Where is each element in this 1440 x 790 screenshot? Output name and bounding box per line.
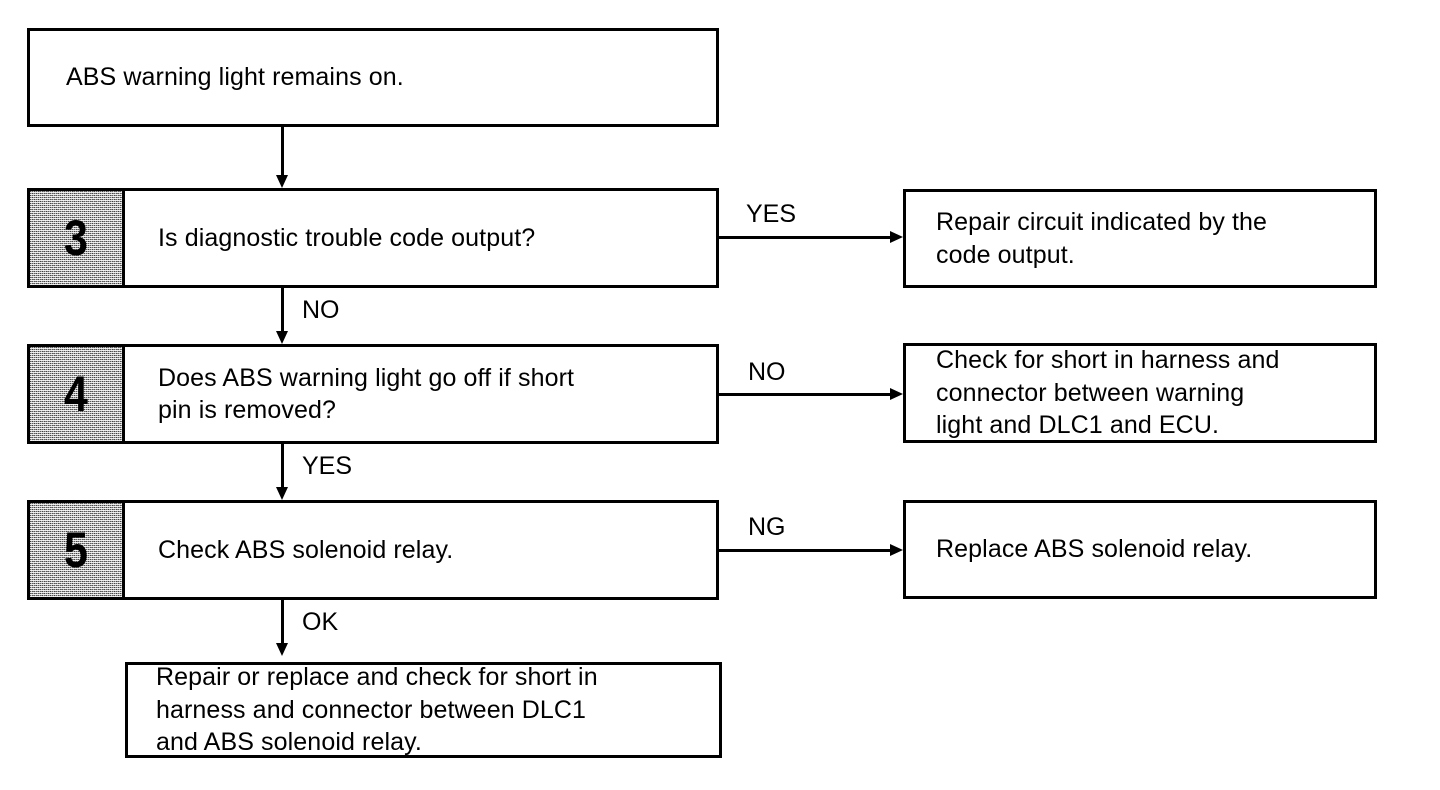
connector-step5-ng [719, 549, 891, 552]
node-start-text: ABS warning light remains on. [66, 63, 404, 92]
node-final: Repair or replace and check for short in… [125, 662, 722, 758]
arrow-step4-no-icon [890, 388, 903, 400]
connector-step3-yes [719, 236, 891, 239]
connector-step4-yes [281, 444, 284, 490]
edge-label-step4-no: NO [748, 358, 786, 386]
node-step5-text: Check ABS solenoid relay. [158, 535, 454, 564]
node-step3-result-text: Repair circuit indicated by the code out… [936, 208, 1268, 269]
connector-start-to-step3 [281, 127, 284, 177]
arrow-step5-ok-icon [276, 643, 288, 656]
arrow-step3-yes-icon [890, 231, 903, 243]
node-step5-result: Replace ABS solenoid relay. [903, 500, 1377, 599]
step-badge-5-number: 5 [64, 522, 88, 578]
arrow-step5-ng-icon [890, 544, 903, 556]
node-step4-result-text: Check for short in harness and connector… [936, 346, 1280, 440]
step-badge-3-number: 3 [64, 210, 88, 266]
edge-label-step5-ng: NG [748, 513, 786, 541]
edge-label-step3-no: NO [302, 296, 340, 324]
node-step4-text: Does ABS warning light go off if short p… [158, 363, 575, 425]
arrow-step4-yes-icon [276, 487, 288, 500]
step-badge-3: 3 [27, 188, 125, 288]
connector-step3-no [281, 288, 284, 334]
node-step3-result: Repair circuit indicated by the code out… [903, 189, 1377, 288]
node-step4: Does ABS warning light go off if short p… [27, 344, 719, 444]
edge-label-step3-yes: YES [746, 200, 797, 228]
node-start: ABS warning light remains on. [27, 28, 719, 127]
arrow-step3-no-icon [276, 331, 288, 344]
edge-label-step5-ok: OK [302, 608, 339, 636]
node-step5: Check ABS solenoid relay. [27, 500, 719, 600]
node-step3: Is diagnostic trouble code output? [27, 188, 719, 288]
edge-label-step4-yes: YES [302, 452, 353, 480]
connector-step4-no [719, 393, 891, 396]
step-badge-5: 5 [27, 500, 125, 600]
node-step4-result: Check for short in harness and connector… [903, 343, 1377, 443]
arrow-start-to-step3-icon [276, 175, 288, 188]
node-step3-text: Is diagnostic trouble code output? [158, 223, 536, 252]
step-badge-4-number: 4 [64, 366, 88, 422]
connector-step5-ok [281, 600, 284, 646]
node-final-text: Repair or replace and check for short in… [156, 663, 598, 757]
step-badge-4: 4 [27, 344, 125, 444]
node-step5-result-text: Replace ABS solenoid relay. [936, 535, 1253, 564]
